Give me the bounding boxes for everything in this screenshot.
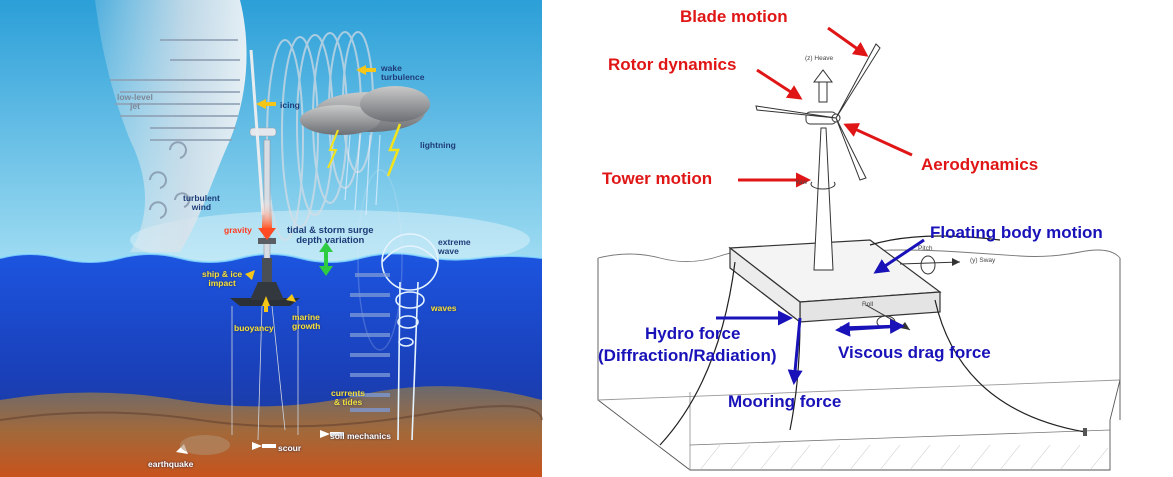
label-scour: scour [278, 443, 302, 453]
pitch-sway-arrow-icon [899, 255, 961, 275]
label-lightning: lightning [420, 140, 456, 150]
label-low-level-jet: low-level jet [117, 92, 153, 111]
label-ship-ice: ship & ice impact [202, 269, 243, 288]
label-aerodynamics: Aerodynamics [921, 155, 1039, 174]
label-yaw: Yaw [795, 179, 808, 186]
right-panel [597, 26, 1121, 471]
label-roll: Roll [862, 301, 874, 308]
storm-cloud-icon [300, 86, 430, 216]
current-arrows-icon [350, 273, 390, 412]
label-marine-growth: marine growth [292, 312, 321, 331]
label-waves: waves [431, 303, 457, 313]
left-panel [0, 0, 543, 477]
gravity-arrow-icon [262, 200, 272, 228]
lightning-icon [327, 129, 339, 169]
label-heave: (z) Heave [805, 55, 834, 62]
label-gravity: gravity [224, 225, 252, 235]
label-turbulent-wind: turbulent wind [183, 193, 220, 212]
label-blade-motion: Blade motion [680, 7, 788, 26]
yellow-arrows-icon [245, 65, 376, 312]
label-earthquake: earthquake [148, 459, 194, 469]
label-hydro-force: Hydro force [645, 324, 741, 343]
lightning-icon [386, 123, 402, 177]
right-turbine-rotor [755, 43, 881, 181]
yaw-arrow-icon [810, 181, 836, 190]
label-rotor-dynamics: Rotor dynamics [608, 55, 737, 74]
heave-arrow-icon [813, 69, 833, 103]
label-soil-mechanics: soil mechanics [330, 431, 391, 441]
label-currents-tides: currents & tides [331, 388, 366, 407]
turbulence-swirls-icon [149, 141, 190, 219]
label-viscous-drag: Viscous drag force [838, 343, 991, 362]
jet-arrows-icon [110, 39, 240, 141]
label-tidal-storm: tidal & storm surge depth variation [287, 225, 374, 246]
red-arrows-icon [738, 26, 913, 188]
label-floating-body-motion: Floating body motion [930, 223, 1103, 242]
label-buoyancy: buoyancy [234, 323, 274, 333]
extreme-wave-icon [381, 233, 439, 441]
seabed [0, 386, 542, 477]
label-pitch: Pitch [918, 245, 933, 252]
label-diffraction-radiation: (Diffraction/Radiation) [598, 346, 777, 365]
label-icing: icing [280, 100, 300, 110]
depth-arrow-icon [319, 242, 333, 276]
jet-cloud [95, 0, 247, 252]
label-extreme-wave: extreme wave [438, 237, 471, 256]
label-wake-turbulence: wake turbulence [381, 63, 425, 82]
blue-arrows-icon [716, 238, 925, 385]
label-sway: (y) Sway [970, 257, 996, 264]
label-mooring-force: Mooring force [728, 392, 842, 411]
seabed-hatch [699, 444, 1109, 471]
wave-whirl-icon [357, 169, 403, 351]
label-tower-motion: Tower motion [602, 169, 713, 188]
floating-platform [728, 239, 942, 324]
